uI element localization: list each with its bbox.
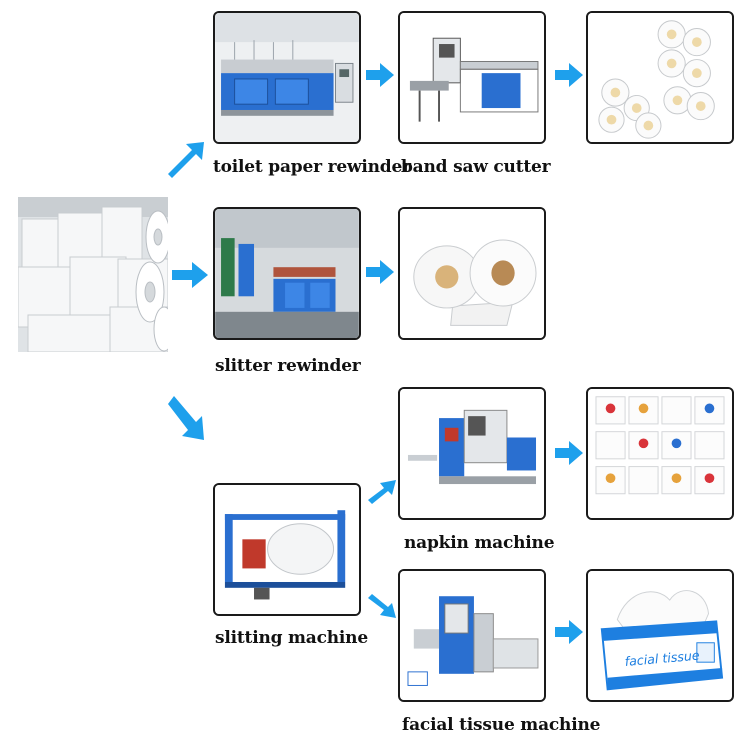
toilet-rolls-product-photo [586,11,734,144]
label-slitter-rewinder: slitter rewinder [215,356,361,376]
slitter-rewinder-photo [213,207,361,340]
arrow-row1-b [555,63,583,87]
arrow-row3 [555,441,583,465]
arrow-row2 [366,260,394,284]
facial-tissue-product-photo: facial tissue [586,569,734,702]
label-facial-tissue-machine: facial tissue machine [402,715,601,735]
slitting-machine-photo [213,483,361,616]
arrow-to-slitter-rewinder [172,262,208,288]
band-saw-cutter-photo [398,11,546,144]
label-slitting-machine: slitting machine [215,628,368,648]
napkin-machine-photo [398,387,546,520]
arrow-to-napkin-machine [368,478,396,504]
label-toilet-paper-rewinder: toilet paper rewinder [213,157,411,177]
label-band-saw-cutter: band saw cutter [401,157,551,177]
facial-tissue-pack-text: facial tissue [624,648,700,670]
jumbo-rolls-photo [18,197,168,352]
napkins-product-photo [586,387,734,520]
arrow-to-slitting-machine [168,394,208,442]
arrow-row1-a [366,63,394,87]
facial-tissue-machine-photo [398,569,546,702]
jumbo-roll-product-photo [398,207,546,340]
toilet-paper-rewinder-photo [213,11,361,144]
arrow-to-facial-tissue-machine [368,594,396,620]
arrow-row4 [555,620,583,644]
label-napkin-machine: napkin machine [404,533,555,553]
arrow-to-toilet-rewinder [166,140,206,180]
